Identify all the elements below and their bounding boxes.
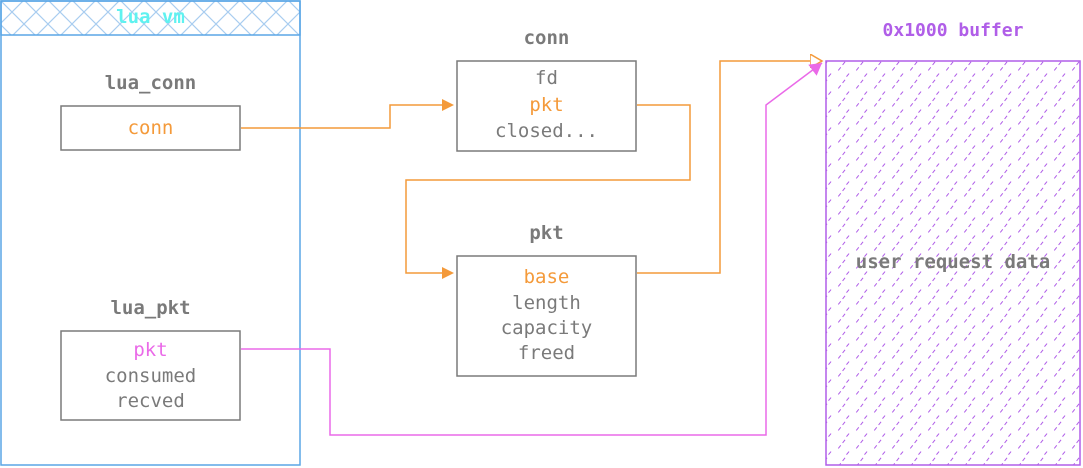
- conn-box: [456, 60, 637, 152]
- buffer-content-label: user request data: [855, 251, 1051, 273]
- pkt-box: [456, 255, 637, 377]
- buffer-title: 0x1000 buffer: [882, 20, 1024, 41]
- lua-pkt-field-consumed: consumed: [104, 365, 197, 387]
- lua-vm-title: lua vm: [116, 6, 185, 28]
- lua-vm-container: [0, 0, 301, 466]
- lua-pkt-title: lua_pkt: [110, 297, 191, 319]
- pkt-field-capacity: capacity: [500, 317, 593, 339]
- lua-pkt-field-pkt: pkt: [133, 339, 168, 361]
- conn-field-pkt: pkt: [529, 94, 564, 116]
- lua-conn-field-conn: conn: [127, 117, 174, 139]
- arrow-pkt-base-to-buffer: [637, 61, 822, 274]
- arrow-lua-conn-to-conn: [241, 99, 454, 129]
- buffer-block: [825, 60, 1081, 466]
- lua-pkt-box: [60, 330, 241, 421]
- lua-conn-title: lua_conn: [104, 72, 197, 94]
- arrow-conn-pkt-to-pkt: [405, 104, 691, 279]
- conn-title: conn: [523, 27, 570, 49]
- pkt-field-base: base: [523, 266, 570, 288]
- pkt-field-length: length: [512, 292, 581, 314]
- lua-conn-box: [60, 105, 241, 151]
- arrow-lua-pkt-to-buffer: [241, 62, 823, 436]
- conn-field-closed: closed...: [495, 120, 598, 142]
- pkt-title: pkt: [529, 222, 564, 244]
- conn-field-fd: fd: [535, 67, 558, 89]
- pkt-field-freed: freed: [517, 342, 576, 364]
- lua-pkt-field-recved: recved: [116, 390, 185, 412]
